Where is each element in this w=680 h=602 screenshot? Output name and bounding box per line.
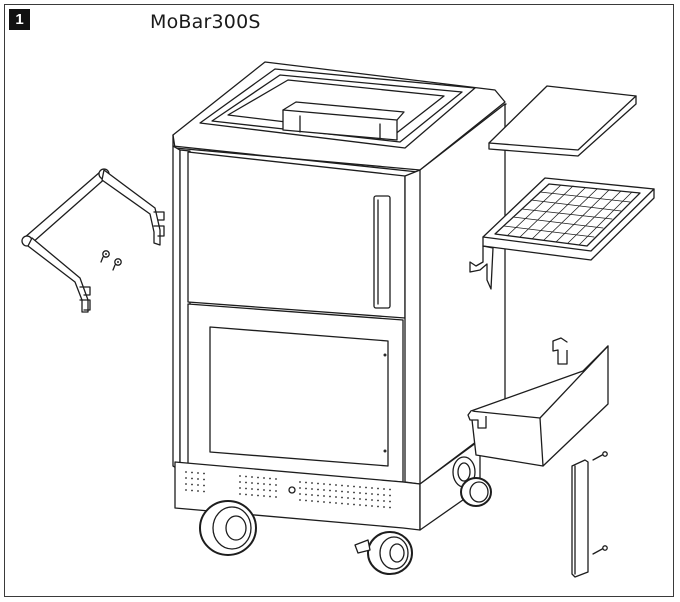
top-shelf: [488, 85, 637, 157]
grate-shelf-bracket: [469, 245, 494, 290]
door-handle-mounted: [373, 195, 391, 309]
basket-front-corner: [539, 417, 544, 467]
cart-body: [172, 61, 507, 575]
basket-hook-top: [552, 337, 568, 343]
side-handle-bar: [23, 171, 109, 244]
side-handle-lower-hooks: [79, 286, 91, 311]
front-left-wheel: [199, 500, 257, 556]
side-handle-upper-hooks: [153, 211, 165, 237]
figure-frame: [4, 4, 674, 597]
basket-side-hook: [467, 410, 487, 429]
grate-lines: [503, 184, 633, 246]
base-vent-holes: [185, 471, 391, 509]
side-handle-lower-arm: [27, 237, 89, 313]
step-number-badge: 1: [9, 9, 30, 30]
cart-left-edge: [172, 145, 181, 471]
basket-body: [470, 345, 609, 467]
side-handle: [21, 168, 165, 313]
model-title: MoBar300S: [150, 11, 261, 33]
top-shelf-board: [488, 85, 637, 157]
door-handle: [571, 451, 608, 578]
screws: [100, 250, 122, 271]
top-shelf-top-edge: [488, 95, 637, 151]
side-port-inner: [457, 462, 471, 482]
lower-door: [187, 303, 404, 483]
upper-door: [187, 151, 406, 319]
basket-shelf: [467, 337, 609, 467]
side-handle-upper-arm: [101, 169, 161, 246]
rear-wheel: [460, 477, 492, 507]
grate-shelf-rim: [482, 188, 655, 252]
front-right-wheel: [354, 531, 413, 575]
bin-divider-top: [282, 101, 405, 121]
ice-bin-rim: [199, 68, 476, 149]
basket-top-hook: [552, 341, 568, 365]
door-handle-screws: [592, 453, 605, 555]
bin-divider-slots: [299, 115, 381, 140]
bin-divider: [282, 109, 398, 141]
lower-door-window: [209, 326, 389, 467]
door-handle-bar: [571, 459, 589, 578]
grate-shelf: [469, 177, 655, 290]
